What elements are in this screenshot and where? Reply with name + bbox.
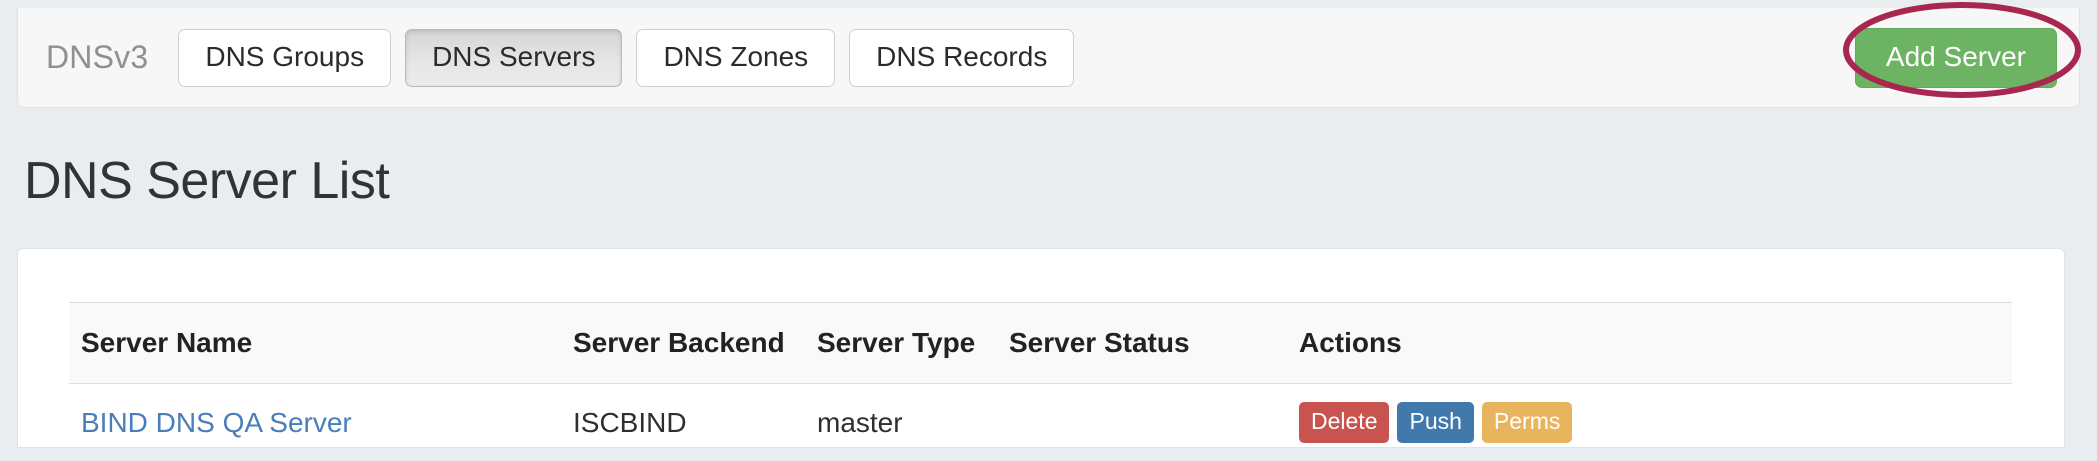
table-body: BIND DNS QA Server ISCBIND master Delete… xyxy=(69,384,2012,461)
column-header-server-name[interactable]: Server Name xyxy=(69,303,561,384)
table-header-row: Server Name Server Backend Server Type S… xyxy=(69,303,2012,384)
delete-button[interactable]: Delete xyxy=(1299,402,1389,443)
tab-dns-records[interactable]: DNS Records xyxy=(849,29,1074,87)
brand-logo[interactable]: DNSv3 xyxy=(46,39,148,76)
column-header-server-type[interactable]: Server Type xyxy=(805,303,997,384)
server-list-card: Server Name Server Backend Server Type S… xyxy=(17,248,2065,448)
dns-server-table: Server Name Server Backend Server Type S… xyxy=(69,302,2012,461)
tab-dns-groups[interactable]: DNS Groups xyxy=(178,29,391,87)
navbar-right-actions: Add Server xyxy=(1855,28,2057,88)
add-server-button[interactable]: Add Server xyxy=(1855,28,2057,88)
server-name-link[interactable]: BIND DNS QA Server xyxy=(81,407,352,438)
cell-actions: Delete Push Perms xyxy=(1287,384,2012,461)
cell-server-backend: ISCBIND xyxy=(561,384,805,461)
push-button[interactable]: Push xyxy=(1397,402,1473,443)
cell-server-status xyxy=(997,384,1287,461)
row-action-group: Delete Push Perms xyxy=(1299,402,2012,443)
page-title: DNS Server List xyxy=(24,153,389,210)
table-head: Server Name Server Backend Server Type S… xyxy=(69,303,2012,384)
column-header-server-status[interactable]: Server Status xyxy=(997,303,1287,384)
column-header-actions: Actions xyxy=(1287,303,2012,384)
cell-server-name: BIND DNS QA Server xyxy=(69,384,561,461)
nav-tab-group: DNS Groups DNS Servers DNS Zones DNS Rec… xyxy=(178,29,1074,87)
tab-dns-servers[interactable]: DNS Servers xyxy=(405,29,622,87)
column-header-server-backend[interactable]: Server Backend xyxy=(561,303,805,384)
cell-server-type: master xyxy=(805,384,997,461)
perms-button[interactable]: Perms xyxy=(1482,402,1572,443)
tab-dns-zones[interactable]: DNS Zones xyxy=(636,29,835,87)
table-row: BIND DNS QA Server ISCBIND master Delete… xyxy=(69,384,2012,461)
top-navbar: DNSv3 DNS Groups DNS Servers DNS Zones D… xyxy=(17,8,2080,108)
